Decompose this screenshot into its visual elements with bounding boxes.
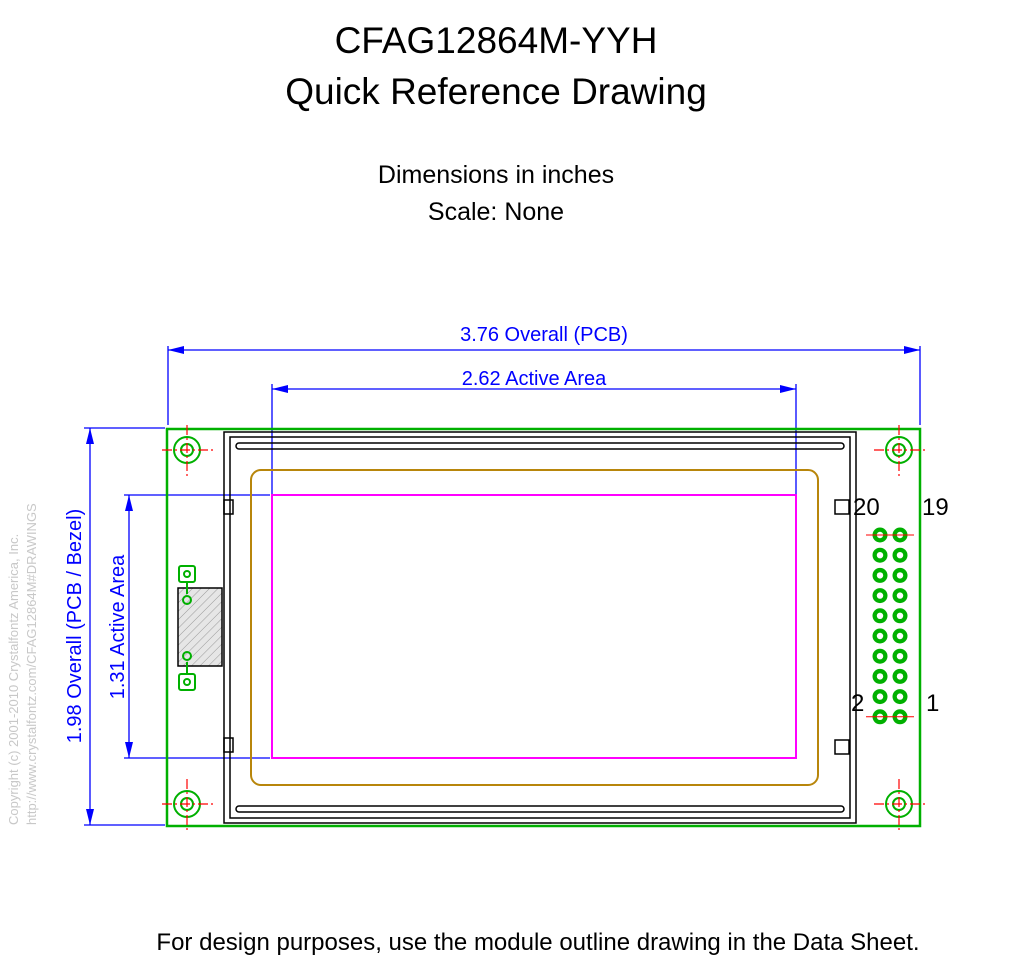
mounting-hole-bottom-right (874, 779, 926, 831)
header-pin-hole (896, 632, 904, 640)
mounting-hole-top-left (162, 425, 214, 477)
header-pin-hole (876, 612, 884, 619)
dimension-overall-height: 1.98 Overall (PCB / Bezel) (64, 427, 165, 826)
header-pin-hole (896, 552, 904, 559)
dimension-active-width-label: 2.62 Active Area (462, 368, 607, 390)
subtitle-scale: Scale: None (428, 198, 564, 226)
pin-label-19: 19 (922, 494, 949, 521)
title-drawing-name: Quick Reference Drawing (285, 71, 707, 112)
header-pin-hole (896, 673, 904, 680)
dimension-overall-width: 3.76 Overall (PCB) (167, 324, 921, 425)
copyright-block: Copyright (c) 2001-2010 Crystalfontz Ame… (6, 503, 39, 825)
header-pin-hole (876, 592, 884, 599)
pcb-outline (165, 427, 922, 828)
footer-note: For design purposes, use the module outl… (156, 929, 919, 956)
dimension-overall-width-label: 3.76 Overall (PCB) (460, 324, 628, 346)
header-pin-hole (896, 592, 904, 599)
header-pin-hole (896, 572, 904, 579)
bezel (223, 431, 857, 824)
dimension-active-width: 2.62 Active Area (271, 368, 797, 494)
dimension-active-height-label: 1.31 Active Area (107, 554, 129, 699)
header-pin-hole (876, 552, 884, 559)
backlight-connector (177, 565, 223, 691)
dimension-active-height: 1.31 Active Area (107, 494, 270, 759)
dimension-overall-height-label: 1.98 Overall (PCB / Bezel) (64, 509, 86, 744)
pin-label-20: 20 (853, 494, 880, 521)
header-pin-hole (896, 693, 904, 700)
mounting-hole-top-right (874, 425, 926, 477)
header-pin-hole (876, 632, 884, 640)
header-pin-hole (876, 572, 884, 579)
pin-label-1: 1 (926, 690, 939, 717)
subtitle-units: Dimensions in inches (378, 161, 614, 189)
mounting-hole-bottom-left (162, 779, 214, 831)
header-pin-hole (876, 653, 884, 660)
copyright-line1: Copyright (c) 2001-2010 Crystalfontz Ame… (6, 534, 21, 825)
pin-label-2: 2 (851, 690, 864, 717)
copyright-line2: http://www.crystalfontz.com/CFAG12864M#D… (24, 503, 39, 825)
active-area-outline (271, 494, 797, 759)
header-pin-hole (876, 673, 884, 680)
viewing-area-outline (250, 469, 819, 786)
header-pin-hole (896, 653, 904, 660)
header-pin-hole (896, 612, 904, 619)
title-part-number: CFAG12864M-YYH (335, 20, 658, 61)
header-connector (866, 527, 914, 725)
header-pin-hole (876, 693, 884, 700)
